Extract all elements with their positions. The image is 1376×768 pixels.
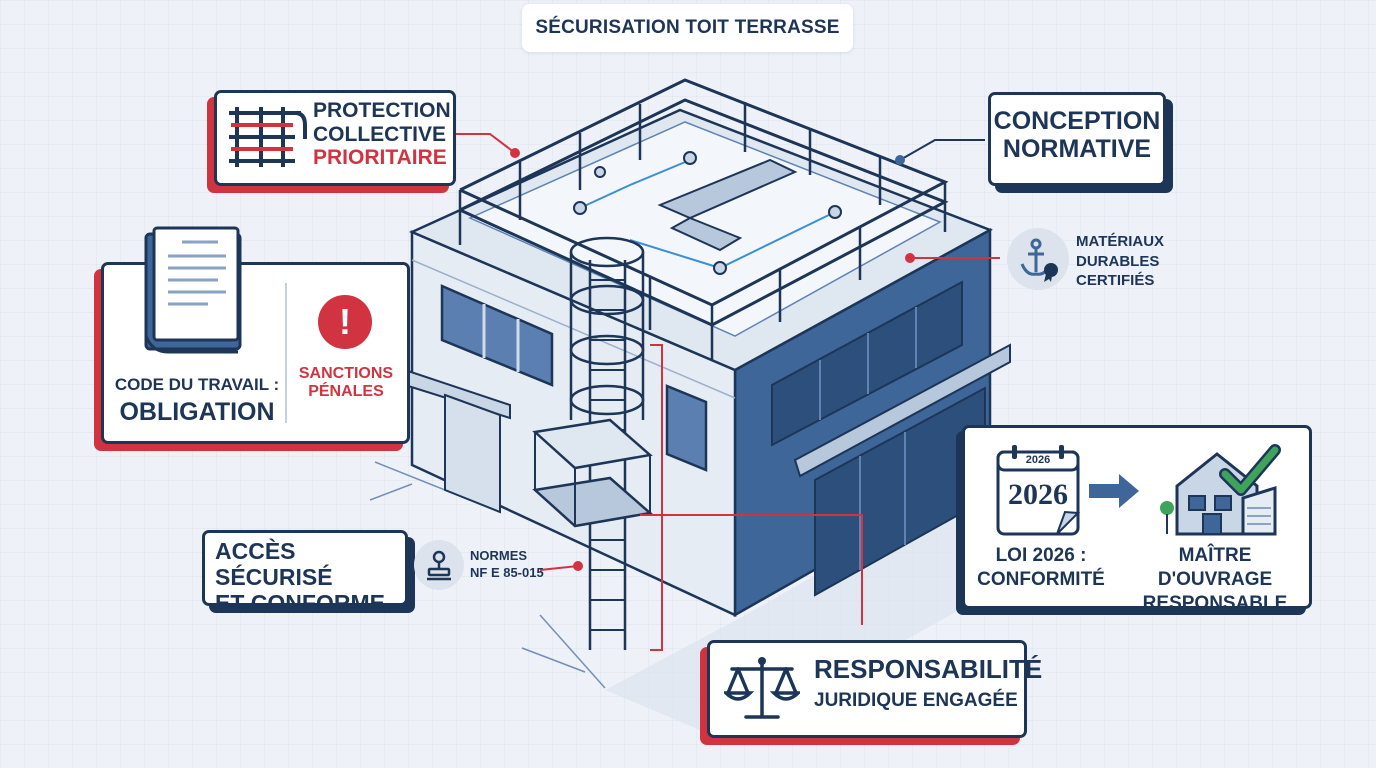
- code-travail-line2: OBLIGATION: [119, 398, 275, 427]
- callout-conception-normative: CONCEPTION NORMATIVE: [988, 92, 1166, 186]
- guardrail-icon: [229, 107, 307, 167]
- arrow-right-icon: [1089, 474, 1139, 508]
- materiaux-line1: MATÉRIAUX: [1076, 233, 1165, 250]
- document-icon: [144, 226, 242, 354]
- anchor-certified-icon: [1007, 228, 1069, 290]
- responsabilite-line1: RESPONSABILITÉ: [814, 654, 1043, 684]
- protection-line2: COLLECTIVE: [313, 122, 447, 146]
- calendar-year: 2026: [1008, 478, 1068, 511]
- page-title: SÉCURISATION TOIT TERRASSE: [522, 4, 853, 52]
- conception-line1: CONCEPTION: [993, 107, 1161, 135]
- scales-icon: [724, 657, 800, 719]
- calendar-header-year: 2026: [1025, 454, 1051, 466]
- acces-line2: ET CONFORME: [215, 589, 385, 616]
- protection-line3: PRIORITAIRE: [313, 146, 447, 170]
- maitre-line2: RESPONSABLE: [1142, 592, 1288, 614]
- sanctions-line1: SANCTIONS: [298, 365, 394, 382]
- caged-ladder: [532, 236, 653, 650]
- callout-loi-2026: 2026 2026 LOI 2026 : CONFORMITÉ MAÎTRE D…: [962, 425, 1312, 614]
- responsabilite-line2: JURIDIQUE ENGAGÉE: [814, 690, 1018, 712]
- normes-line2: NF E 85-015: [470, 564, 544, 580]
- sanctions-line2: PÉNALES: [308, 382, 384, 400]
- connector-lines: [455, 133, 1000, 651]
- protection-line1: PROTECTION: [313, 99, 451, 122]
- calendar-icon: [996, 445, 1081, 536]
- callout-protection-collective: PROTECTION COLLECTIVE PRIORITAIRE: [214, 90, 456, 186]
- materiaux-line2: DURABLES: [1076, 252, 1160, 270]
- loi-line2: CONFORMITÉ: [977, 568, 1105, 590]
- callout-acces-securise: ACCÈS SÉCURISÉ ET CONFORME: [202, 530, 408, 615]
- loi-line1: LOI 2026 :: [995, 545, 1087, 566]
- maitre-line1: MAÎTRE D'OUVRAGE: [1157, 545, 1273, 590]
- materiaux-line3: CERTIFIÉS: [1076, 272, 1155, 289]
- divider: [285, 283, 287, 423]
- house-check-icon: [1160, 444, 1281, 536]
- normes-line1: NORMES: [470, 548, 528, 563]
- normes-text: NORMES NF E 85-015: [470, 548, 544, 582]
- callout-responsabilite: RESPONSABILITÉ JURIDIQUE ENGAGÉE: [707, 640, 1042, 738]
- stamp-icon: [414, 540, 464, 590]
- conception-line2: NORMATIVE: [1002, 135, 1152, 163]
- acces-line1: ACCÈS SÉCURISÉ: [215, 538, 333, 590]
- code-travail-line1: CODE DU TRAVAIL :: [114, 375, 280, 394]
- materiaux-text: MATÉRIAUX DURABLES CERTIFIÉS: [1076, 232, 1164, 291]
- warning-icon: !: [318, 295, 372, 349]
